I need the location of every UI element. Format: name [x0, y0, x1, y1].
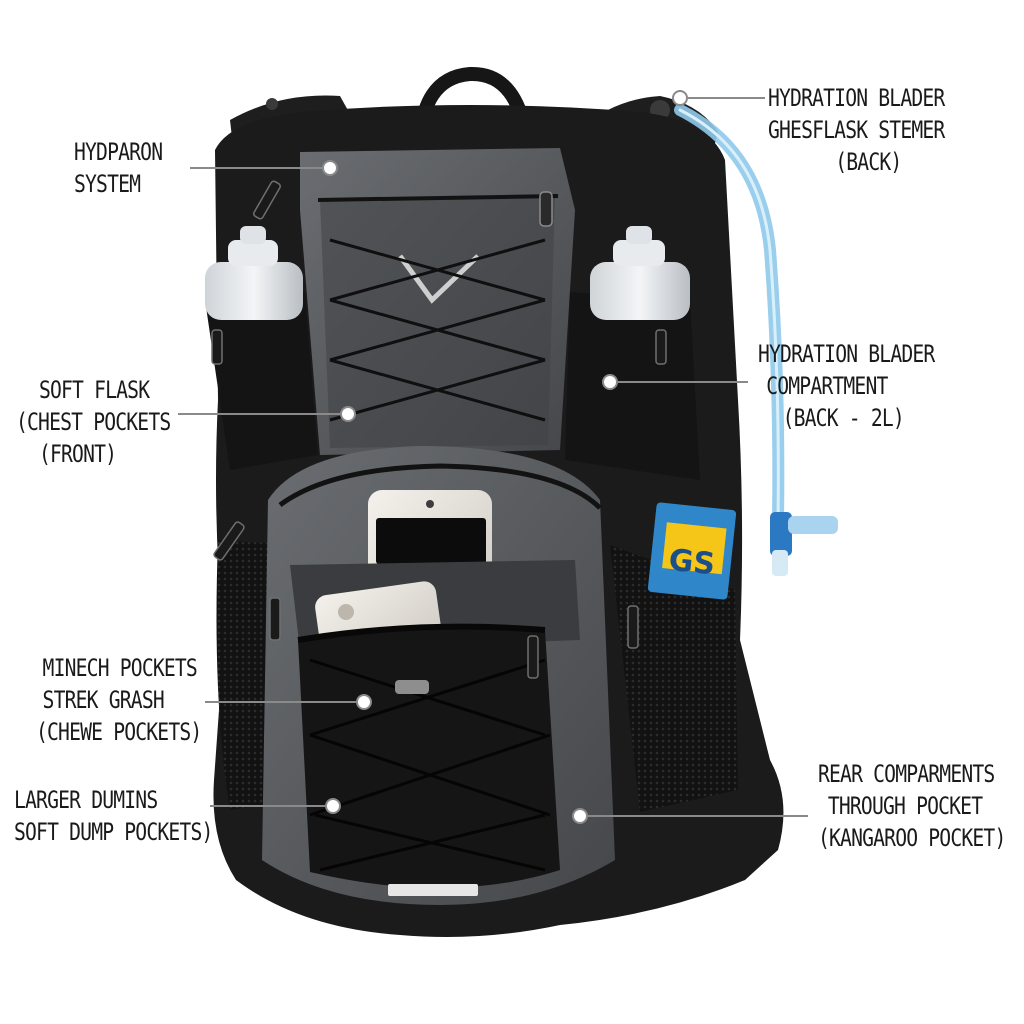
- front-stash-pocket: [298, 626, 560, 889]
- bite-valve: [770, 512, 792, 556]
- callout-dot-rear-compartments: [572, 808, 588, 824]
- lower-bungee-cord: [309, 658, 551, 872]
- label-bladder-compartment: HYDRATION BLADER COMPARTMENT (BACK - 2L): [758, 340, 935, 432]
- right-mesh-pocket: [610, 545, 738, 812]
- callout-dot-bladder-compartment: [602, 374, 618, 390]
- pocket-zipper-track: [278, 463, 602, 510]
- zipper-pulls: [211, 180, 667, 679]
- upper-bungee-cord: [329, 238, 546, 422]
- right-chest-pocket: [565, 292, 700, 480]
- gel-packet-text: GS: [667, 543, 717, 583]
- label-dump-pockets: LARGER DUMINS SOFT DUMP POCKETS): [14, 786, 213, 846]
- callout-dot-hydration-system: [322, 160, 338, 176]
- callout-dot-mesh-pockets: [356, 694, 372, 710]
- reflective-tab: [388, 884, 478, 896]
- cord-lock: [395, 680, 429, 694]
- callout-lines: [178, 90, 808, 824]
- callout-dot-soft-flask: [340, 406, 356, 422]
- callout-dot-dump-pockets: [325, 798, 341, 814]
- panel-logo-mark: [397, 254, 480, 304]
- left-soft-flask: [205, 226, 303, 320]
- left-chest-pocket: [205, 292, 318, 470]
- right-soft-flask: [590, 226, 690, 320]
- label-hydration-bladder-flask: HYDRATION BLADER GHESFLASK STEMER (BACK): [768, 84, 945, 176]
- label-rear-compartments: REAR COMPARMENTS THROUGH POCKET (KANGARO…: [818, 760, 1006, 852]
- gel-packet: GS: [647, 502, 737, 600]
- upper-zipper-pull: [539, 191, 553, 227]
- label-mesh-pockets: MINECH POCKETS STREK GRASH (CHEWE POCKET…: [36, 654, 202, 746]
- label-hydration-system: HYDPARON SYSTEM: [74, 138, 163, 198]
- label-soft-flask: SOFT FLASK (CHEST POCKETS (FRONT): [16, 376, 171, 468]
- hydration-tube: [674, 104, 838, 576]
- callout-dot-bladder-flask: [672, 90, 688, 106]
